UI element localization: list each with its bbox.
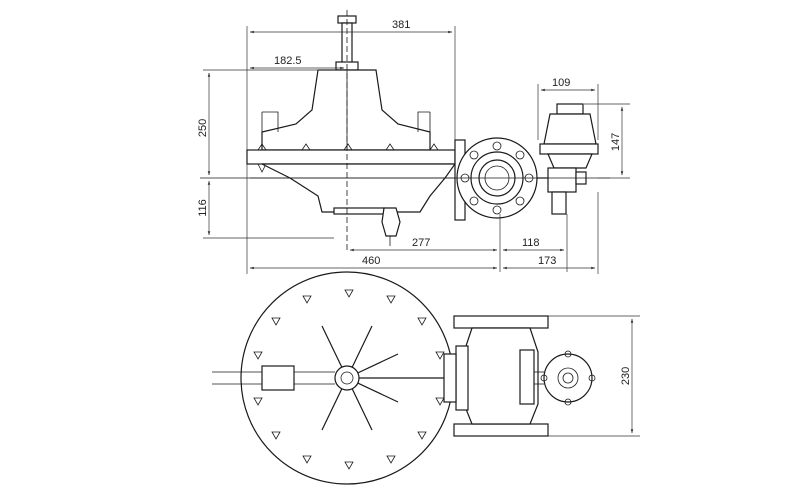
elevation-view: 381 182.5 250 116 109 147 277 118 460 <box>197 10 630 274</box>
plan-view: 230 <box>212 271 640 485</box>
dim-overall-width: 460 <box>362 255 380 267</box>
dim-plan-height: 230 <box>620 367 632 385</box>
diaphragm-bolts <box>253 289 445 470</box>
dim-center-to-flange: 277 <box>412 237 430 249</box>
pilot-regulator <box>537 103 599 215</box>
dim-half-width: 182.5 <box>274 55 302 67</box>
pilot-lugs <box>540 350 596 406</box>
dim-flange-to-pilot: 118 <box>522 237 540 249</box>
dim-pilot-width: 109 <box>552 77 570 89</box>
dim-lower-height: 116 <box>197 199 209 217</box>
dim-pilot-offset: 173 <box>538 255 556 267</box>
dim-top-width: 381 <box>392 19 410 31</box>
dim-pilot-height: 147 <box>610 133 622 151</box>
dim-upper-height: 250 <box>197 119 209 137</box>
